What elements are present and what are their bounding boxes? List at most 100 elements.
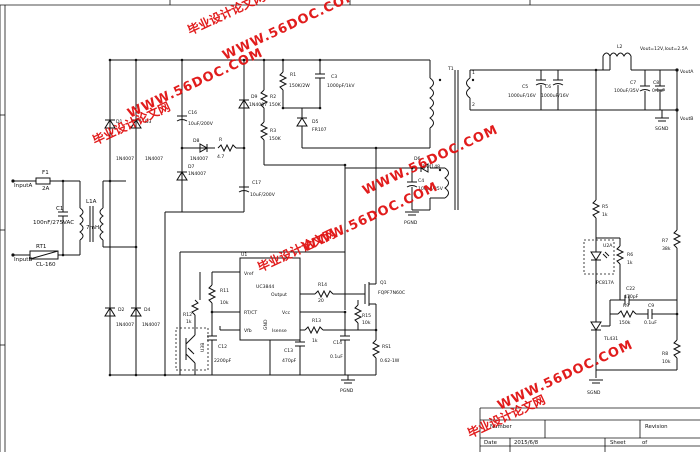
title-number-label: Number — [490, 424, 512, 430]
c3-ref: C3 — [331, 74, 337, 80]
aux-supply: D6 1N4148 C4 100uF/35V PGND — [345, 156, 445, 226]
c22-ref: C22 — [626, 286, 635, 292]
rs1-value: 0.62-1W — [380, 358, 400, 364]
c13-ref: C13 — [284, 348, 293, 354]
title-date-label: Date — [484, 440, 498, 446]
vout-spec: Vout=12V,Iout=2.5A — [640, 46, 689, 52]
r-value: 4.7 — [217, 154, 224, 160]
d2-ref: D2 — [118, 307, 125, 313]
rs1-ref: RS1 — [382, 344, 391, 350]
c13-value: 470pF — [282, 358, 297, 364]
rt1-value: CL-160 — [36, 262, 56, 268]
pin-vref: Vref — [244, 271, 254, 277]
feedback-section: R5 1k U2A PC817A R6 1k R7 38k C22 470pF … — [583, 68, 682, 396]
d7-value: 1N4007 — [188, 171, 206, 177]
c17-value: 10uF/200V — [250, 192, 276, 198]
net-label-voutb: VoutB — [680, 116, 693, 122]
r15-value: 10k — [362, 320, 371, 326]
title-sheet-label: Sheet — [610, 440, 626, 446]
r14-ref: R14 — [318, 282, 327, 288]
l2-ref: L2 — [617, 44, 623, 50]
r1-value: 150K/2W — [289, 83, 310, 89]
r6-value: 1k — [627, 260, 633, 266]
r13-value: 1k — [312, 338, 318, 344]
u3b-ref: U3B — [200, 343, 206, 352]
c14-ref: C14 — [333, 340, 342, 346]
rt1-ref: RT1 — [36, 244, 47, 250]
title-of-label: of — [642, 440, 647, 446]
d1-ref: D1 — [116, 119, 123, 125]
output-section: Vout=12V,Iout=2.5A L2 VoutA C5 1000uF/16… — [490, 44, 694, 132]
r7-value: 38k — [662, 246, 671, 252]
c12-ref: C12 — [218, 344, 227, 350]
pin-output: Output — [271, 292, 287, 298]
c7-value: 100uF/35V — [614, 88, 640, 94]
d3-value: 1N4007 — [145, 156, 163, 162]
pgnd-label-main: PGND — [340, 388, 354, 394]
u2a-ref: U2A — [603, 243, 613, 249]
title-revision-label: Revision — [645, 424, 668, 430]
c17-ref: C17 — [252, 180, 261, 186]
optocoupler-u3b — [175, 327, 209, 371]
c6-value: 1000uF/16V — [541, 93, 570, 99]
bridge-rectifier: D1 1N4007 D3 1N4007 D2 1N4007 D4 1N4007 — [104, 58, 430, 377]
fuse-f1 — [35, 177, 51, 185]
watermark-en-5: WWW.56DOC.COM — [495, 338, 635, 414]
snubber-startup-section: R1 150K/2W C3 1000pF/1kV D5 FR107 R2 150… — [259, 58, 412, 310]
t1-pin-2: 2 — [472, 102, 475, 108]
c4-value: 100uF/35V — [418, 186, 444, 192]
r12-value: 1k — [186, 319, 192, 325]
f1-value: 2A — [42, 186, 50, 192]
d5-ref: D5 — [312, 119, 319, 125]
r11-ref: R11 — [220, 288, 229, 294]
r3-ref: R3 — [270, 128, 276, 134]
r5-ref: R5 — [602, 204, 608, 210]
r8-ref: R8 — [662, 351, 668, 357]
q1-ref: Q1 — [380, 280, 387, 286]
r6-ref: R6 — [627, 252, 633, 258]
q1-value: FQPF7N60C — [378, 290, 405, 296]
t1-pin-1: 1 — [472, 70, 475, 76]
u1-value: UC3844 — [256, 284, 274, 290]
pin-vcc: Vcc — [282, 310, 291, 316]
r5-value: 1k — [602, 212, 608, 218]
r11-value: 10k — [220, 300, 229, 306]
c4-ref: C4 — [418, 178, 424, 184]
u4-value: TL431 — [603, 336, 618, 342]
c8-value: 0.1uF — [652, 88, 665, 94]
mosfet-section: Q1 FQPF7N60C R15 10k RS1 0.62-1W — [345, 146, 405, 376]
d4-value: 1N4007 — [142, 322, 160, 328]
r3-value: 150K — [269, 136, 282, 142]
d6-ref: D6 — [414, 156, 421, 162]
c5-value: 1000uF/16V — [508, 93, 537, 99]
r1-ref: R1 — [290, 72, 296, 78]
c12-value: 2200pF — [214, 358, 232, 364]
c9-value: 0.1uF — [644, 320, 657, 326]
d8-ref: D8 — [193, 138, 200, 144]
d4-ref: D4 — [144, 307, 151, 313]
r9-ref: R9 — [623, 303, 629, 309]
t1-ref: T1 — [447, 66, 454, 72]
d2-value: 1N4007 — [116, 322, 134, 328]
d9-value: 1N4007 — [249, 102, 267, 108]
d5-value: FR107 — [312, 127, 327, 133]
r13-ref: R13 — [312, 318, 321, 324]
net-label-vouta: VoutA — [680, 69, 694, 75]
watermark-cn-2: 毕业设计论文网 — [185, 0, 267, 38]
r8-value: 10k — [662, 359, 671, 365]
c16-ref: C16 — [188, 110, 197, 116]
pin-rtct: RT/CT — [244, 310, 257, 316]
r2-ref: R2 — [270, 94, 276, 100]
r2-value: 150K — [269, 102, 282, 108]
c1-ref: C1 — [56, 206, 64, 212]
net-label-inputb: InputB — [14, 257, 32, 263]
d1-value: 1N4007 — [116, 156, 134, 162]
sgnd-label-top: SGND — [655, 126, 669, 132]
l1a-value: 7mH — [86, 225, 99, 231]
d3-ref: D3 — [145, 119, 152, 125]
r15-ref: R15 — [362, 313, 371, 319]
input-section: InputA InputB F1 2A RT1 CL-160 C1 100nF/… — [11, 170, 126, 268]
